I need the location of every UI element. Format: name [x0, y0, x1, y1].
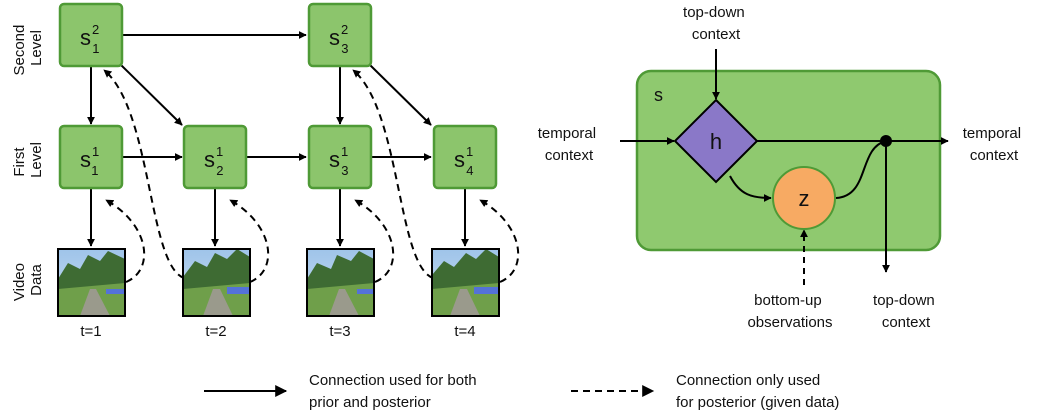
state-cell-diagram: s h z top-down context temp	[538, 4, 1026, 331]
time-label-4: t=4	[454, 323, 475, 340]
label-topdown-out: top-down context	[873, 292, 939, 331]
z-node: z	[772, 166, 836, 230]
arrow-s21-to-s12	[120, 64, 183, 126]
junction-dot	[880, 135, 892, 147]
dashed-frame4-to-s23	[352, 69, 434, 279]
dashed-frame4-to-s14	[479, 199, 520, 283]
time-label-2: t=2	[205, 323, 226, 340]
h-node: h	[673, 98, 759, 184]
arrow-h-to-z	[729, 175, 772, 202]
z-label: z	[799, 186, 810, 211]
video-frame-4	[431, 248, 500, 317]
solid-connections	[87, 31, 469, 247]
legend: Connection used for both prior and poste…	[204, 372, 839, 411]
label-bottomup-in: bottom-up observations	[747, 292, 832, 331]
dashed-frame1-to-s11	[105, 199, 146, 283]
state-cell-label: s	[654, 85, 663, 105]
time-label-1: t=1	[80, 323, 101, 340]
time-labels: t=1 t=2 t=3 t=4	[80, 323, 475, 340]
dashed-frame2-to-s12	[229, 199, 270, 283]
video-frame-2	[182, 248, 251, 317]
legend-solid: Connection used for both prior and poste…	[204, 372, 481, 411]
video-frames	[57, 248, 500, 317]
arrow-s23-to-s14	[369, 64, 432, 126]
label-temporal-in: temporal context	[538, 125, 601, 164]
dashed-frame3-to-s13	[354, 199, 395, 283]
video-frame-3	[306, 248, 375, 317]
time-label-3: t=3	[329, 323, 350, 340]
h-label: h	[710, 129, 722, 154]
label-topdown-in: top-down context	[683, 4, 749, 43]
legend-dashed: Connection only used for posterior (give…	[571, 372, 839, 411]
level-labels: Second Level First Level Video Data	[11, 20, 45, 301]
level-label-first: First Level	[11, 142, 45, 178]
dashed-connections	[103, 69, 520, 283]
dashed-frame2-to-s21	[103, 69, 185, 279]
level-label-second: Second Level	[11, 20, 45, 75]
level-label-video: Video Data	[11, 259, 45, 301]
line-z-to-junction	[835, 140, 887, 199]
label-temporal-out: temporal context	[963, 125, 1026, 164]
legend-solid-text: Connection used for both prior and poste…	[309, 372, 481, 411]
legend-dashed-text: Connection only used for posterior (give…	[676, 372, 839, 411]
video-frame-1	[57, 248, 126, 317]
